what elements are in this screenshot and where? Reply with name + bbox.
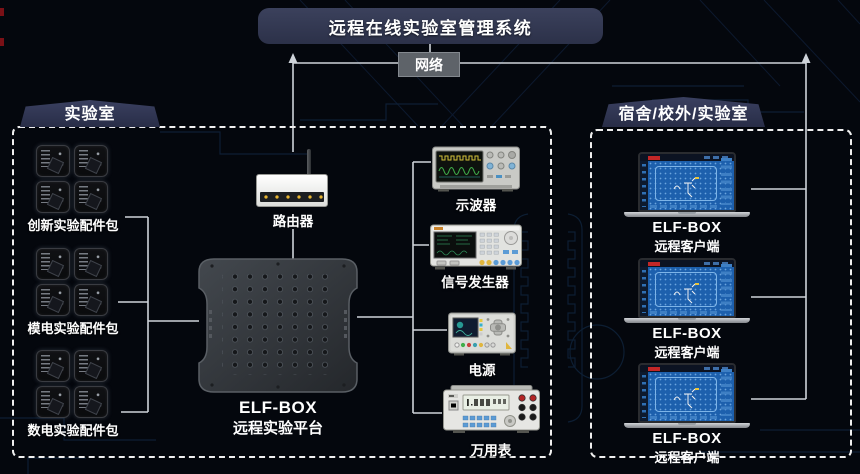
- signal-generator-icon: [430, 224, 522, 275]
- network-label: 网络: [415, 56, 443, 73]
- laptop-screen: [638, 258, 736, 318]
- edge-artifact-mark: [0, 38, 4, 46]
- oscilloscope-icon: [432, 146, 520, 197]
- laptop-icon: [624, 152, 750, 218]
- chip-board-icon: [74, 145, 108, 177]
- laptop-base: [624, 423, 750, 428]
- page-title: 远程在线实验室管理系统: [328, 18, 533, 38]
- platform-name: ELF-BOX: [238, 398, 318, 417]
- instrument-label: 示波器: [455, 198, 497, 213]
- chip-board-icon: [74, 248, 108, 280]
- router-led-strip: [260, 192, 324, 202]
- accessory-group-label: 模电实验配件包: [27, 321, 119, 336]
- client-logo-icon: [648, 366, 660, 371]
- laptop-screen: [638, 363, 736, 423]
- network-node: 网络: [398, 52, 460, 77]
- chip-board-icon: [74, 284, 108, 316]
- instrument-label: 电源: [468, 363, 496, 378]
- instrument-label: 信号发生器: [441, 275, 509, 290]
- client-logo-icon: [648, 155, 660, 160]
- chip-board-icon: [36, 248, 70, 280]
- power-supply-icon: [448, 312, 516, 361]
- accessory-group-label: 数电实验配件包: [27, 423, 119, 438]
- chip-board-icon: [36, 386, 70, 418]
- remote-section-label-text: 宿舍/校外/实验室: [618, 106, 749, 123]
- client-bracket-lines: [751, 63, 807, 400]
- client-name: ELF-BOX: [652, 219, 722, 236]
- laptop-screen: [638, 152, 736, 212]
- chip-board-icon: [74, 386, 108, 418]
- router-antenna: [307, 149, 311, 177]
- system-title-banner: 远程在线实验室管理系统: [258, 8, 603, 44]
- client-subtitle: 远程客户端: [654, 450, 720, 465]
- client-subtitle: 远程客户端: [654, 345, 720, 360]
- accessory-group-digital: [36, 350, 108, 418]
- edge-artifact-mark: [0, 8, 4, 16]
- laptop-base: [624, 212, 750, 217]
- instrument-bracket-lines: [357, 161, 447, 414]
- chip-board-icon: [36, 181, 70, 213]
- up-arrow-icon: [288, 53, 298, 63]
- remote-section-box: [590, 129, 852, 458]
- client-name: ELF-BOX: [652, 430, 722, 447]
- client-name: ELF-BOX: [652, 325, 722, 342]
- instrument-label: 万用表: [470, 443, 512, 458]
- multimeter-icon: [443, 385, 540, 440]
- chip-board-icon: [36, 145, 70, 177]
- laptop-icon: [624, 363, 750, 429]
- experiment-board-icon: [198, 258, 358, 393]
- client-logo-icon: [648, 261, 660, 266]
- accessory-group-analog: [36, 248, 108, 316]
- platform-subtitle: 远程实验平台: [232, 420, 323, 437]
- router-icon: [256, 174, 328, 207]
- client-subtitle: 远程客户端: [654, 239, 720, 254]
- chip-board-icon: [74, 350, 108, 382]
- lab-section-box: [12, 126, 552, 458]
- accessory-group-innovation: [36, 145, 108, 213]
- router-label: 路由器: [272, 214, 314, 229]
- laptop-base: [624, 318, 750, 323]
- up-arrow-icon: [801, 53, 811, 63]
- chip-board-icon: [36, 284, 70, 316]
- chip-board-icon: [74, 181, 108, 213]
- accessory-group-label: 创新实验配件包: [27, 218, 119, 233]
- laptop-icon: [624, 258, 750, 324]
- accessory-bracket-lines: [118, 216, 199, 413]
- chip-board-icon: [36, 350, 70, 382]
- lab-section-label-text: 实验室: [64, 106, 116, 123]
